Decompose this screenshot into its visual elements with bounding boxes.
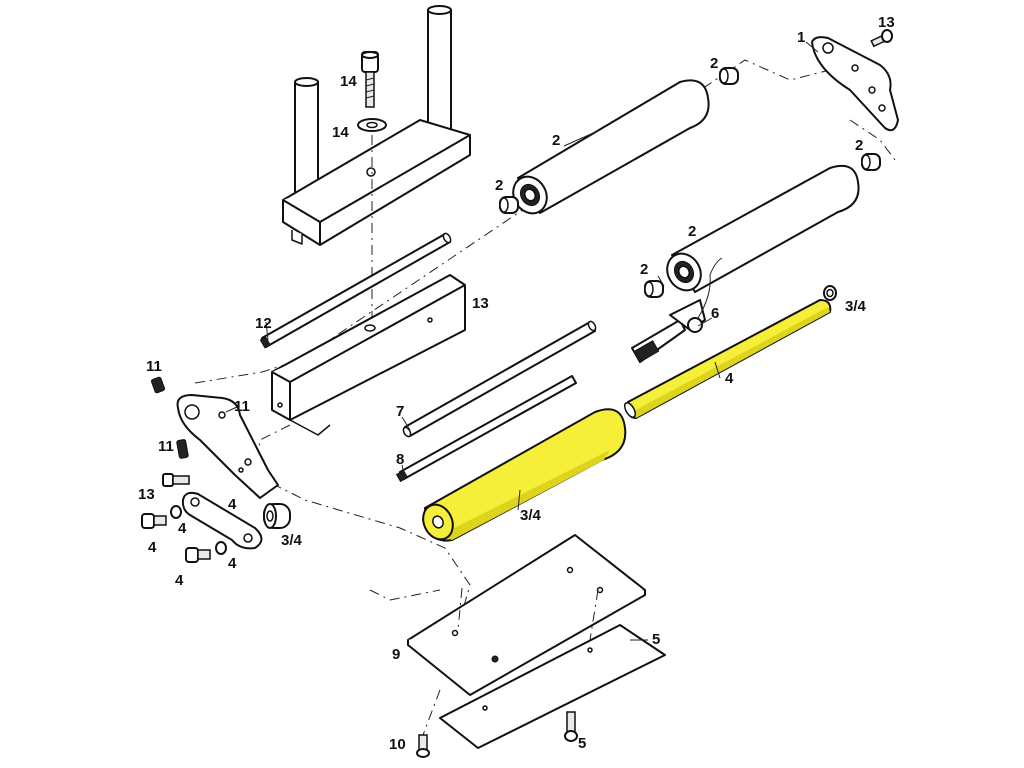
shaft-4-highlighted: [623, 298, 832, 420]
callout-3-4-roller: 3/4: [520, 507, 542, 524]
callout-9: 9: [392, 646, 400, 663]
screw-10: [416, 734, 430, 758]
callout-13-block: 13: [472, 295, 489, 312]
callout-5-a: 5: [652, 631, 660, 648]
washer-14: [357, 118, 387, 132]
washer-4-a: [170, 505, 182, 519]
callout-5-b: 5: [578, 735, 586, 752]
roller-3-4-highlighted: [422, 408, 627, 542]
frame-with-posts: [282, 5, 471, 246]
plate-screw-axis-3: [422, 689, 441, 736]
callout-11-b: 11: [234, 398, 250, 415]
callout-10: 10: [389, 736, 406, 753]
callout-1: 1: [797, 29, 805, 46]
callout-2-d: 2: [495, 177, 503, 194]
bolt-14: [361, 51, 379, 108]
callout-2-e: 2: [688, 223, 696, 240]
plate-screw-axis-1: [457, 587, 463, 631]
screw-4-a: [141, 513, 167, 529]
callout-3-4-clip: 3/4: [845, 298, 867, 315]
bracket-11: [176, 394, 279, 499]
callout-4-shaft: 4: [725, 370, 734, 387]
side-plate-1: [811, 36, 899, 132]
callout-2-b: 2: [552, 132, 560, 149]
shaft-8: [395, 375, 577, 483]
callout-4-link: 4: [228, 496, 237, 513]
screw-11-a: [150, 376, 166, 394]
callout-4-c: 4: [228, 555, 237, 572]
screw-13-left: [162, 473, 190, 487]
blade-5: [439, 624, 666, 749]
callout-8: 8: [396, 451, 404, 468]
washer-4-b: [215, 541, 227, 555]
bushing-2-a: [719, 67, 739, 85]
bushing-2-c: [499, 196, 519, 214]
block-13: [271, 274, 466, 436]
callout-13-screw: 13: [138, 486, 155, 503]
callout-2-c: 2: [855, 137, 863, 154]
callout-12: 12: [255, 315, 272, 332]
clip-3-4: [823, 285, 837, 301]
bushing-2-d: [644, 280, 664, 298]
bushing-3-4: [263, 503, 291, 529]
plate-screw-axis-2: [589, 589, 599, 641]
screw-5-bottom: [564, 711, 578, 742]
shaft-12: [259, 232, 452, 349]
callout-2-f: 2: [640, 261, 648, 278]
callout-14-washer: 14: [332, 124, 349, 141]
callout-4-d: 4: [175, 572, 184, 589]
sensor-6: [631, 257, 723, 363]
link-plate-4: [181, 491, 263, 550]
plate-9: [407, 534, 646, 696]
shaft-7: [402, 320, 597, 438]
callout-2-a: 2: [710, 55, 718, 72]
leader-lines: [225, 41, 819, 641]
callout-13-top-right: 13: [878, 14, 895, 31]
screw-4-b: [185, 547, 211, 563]
callout-11-c: 11: [158, 438, 174, 455]
callout-6: 6: [711, 305, 719, 322]
callout-4-a: 4: [178, 520, 187, 537]
callout-4-b: 4: [148, 539, 157, 556]
screw-11-b: [176, 439, 189, 459]
bushing-2-b: [861, 153, 881, 171]
callout-14-bolt: 14: [340, 73, 357, 90]
roller-2-upper: [512, 79, 710, 215]
callout-11-a: 11: [146, 358, 162, 375]
callout-labels: 13 1 2 2 2 2 2 2 2 14 14 12 13 3/4 6 4 1…: [138, 14, 895, 753]
callout-3-4-bush: 3/4: [281, 532, 303, 549]
screw-13-top: [870, 29, 893, 48]
callout-7: 7: [396, 403, 404, 420]
